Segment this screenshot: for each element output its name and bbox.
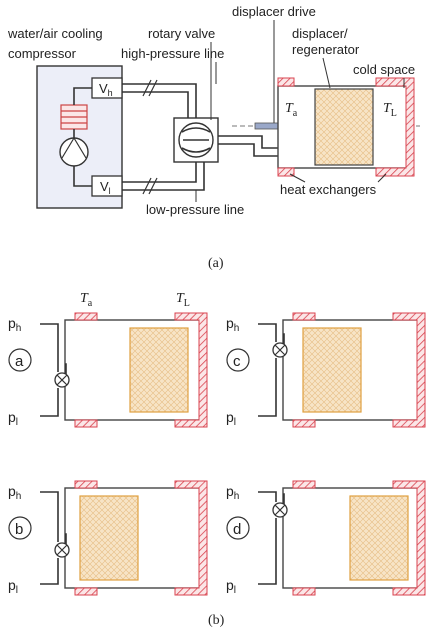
warm-heat-exchanger-bottom — [277, 167, 295, 177]
cold-hx — [174, 312, 208, 428]
tl-subscript: L — [391, 108, 397, 119]
vh-buffer — [91, 77, 123, 99]
svg-text:Ta: Ta — [285, 101, 298, 119]
ph-label: ph — [8, 483, 21, 502]
step-label-circle — [8, 348, 32, 372]
pl-label: pl — [8, 577, 18, 596]
b-tl-subscript: L — [184, 298, 190, 309]
warm-hx-bottom — [74, 587, 98, 596]
state-panel-b: b ph pl — [8, 480, 208, 596]
rotary-valve-label: rotary valve — [148, 26, 215, 41]
state-panel-a: a ph pl — [8, 312, 208, 428]
svg-text:Vh: Vh — [99, 81, 113, 98]
ta-subscript: a — [293, 108, 298, 119]
cooling-exchanger-icon — [60, 104, 88, 130]
part-a-schematic: Vh Vl Ta TL — [7, 4, 420, 271]
caption-b: (b) — [208, 613, 225, 628]
warm-hx-top — [292, 480, 316, 489]
pl-label: pl — [226, 577, 236, 596]
cold-hx — [174, 480, 208, 596]
step-label-circle — [8, 516, 32, 540]
vl-label: V — [100, 179, 109, 194]
step-label-circle — [226, 516, 250, 540]
heat-exchangers-label: heat exchangers — [280, 182, 377, 197]
cold-space-label: cold space — [353, 62, 415, 77]
compressor-pump-icon — [59, 137, 89, 167]
svg-text:Vl: Vl — [100, 179, 111, 196]
warm-heat-exchanger-top — [277, 77, 295, 87]
caption-a: (a) — [208, 256, 224, 271]
svg-text:TL: TL — [383, 101, 397, 119]
regenerator — [79, 495, 139, 581]
warm-hx-bottom — [292, 419, 316, 428]
svg-text:Ta: Ta — [80, 291, 93, 309]
vl-buffer — [91, 175, 123, 197]
high-pressure-line-label: high-pressure line — [121, 46, 224, 61]
line-break-marks — [142, 79, 158, 195]
svg-text:TL: TL — [176, 291, 190, 309]
vh-label: V — [99, 81, 108, 96]
compressor-label: compressor — [8, 46, 77, 61]
ph-label: ph — [226, 315, 239, 334]
regenerator — [349, 495, 409, 581]
warm-hx-bottom — [74, 419, 98, 428]
regenerator — [129, 327, 189, 413]
leader-lines — [195, 20, 405, 202]
cold-hx — [392, 480, 426, 596]
warm-hx-top — [74, 312, 98, 321]
ta-label: T — [285, 101, 294, 116]
b-tl-label: T — [176, 291, 185, 306]
step-label: a — [15, 353, 24, 370]
step-label-circle — [226, 348, 250, 372]
step-label: d — [233, 521, 241, 538]
warm-hx-top — [292, 312, 316, 321]
tl-label: T — [383, 101, 392, 116]
warm-hx-bottom — [292, 587, 316, 596]
state-panel-c: c ph pl — [226, 312, 426, 428]
rotary-valve-icon — [173, 117, 219, 163]
step-label: c — [233, 353, 241, 370]
regenerator-label: regenerator — [292, 42, 360, 57]
ph-label: ph — [8, 315, 21, 334]
b-ta-subscript: a — [88, 298, 93, 309]
pl-label: pl — [226, 409, 236, 428]
low-pressure-line-label: low-pressure line — [146, 202, 244, 217]
regenerator — [302, 327, 362, 413]
step-label: b — [15, 521, 23, 538]
cold-heat-exchanger — [375, 77, 415, 177]
displacer-drive-label: displacer drive — [232, 4, 316, 19]
part-b-panels: a ph pl c ph pl b ph pl d ph pl — [8, 312, 426, 596]
vl-subscript: l — [109, 186, 111, 196]
ph-label: ph — [226, 483, 239, 502]
cold-hx — [392, 312, 426, 428]
b-ta-label: T — [80, 291, 89, 306]
vh-subscript: h — [108, 88, 113, 98]
state-panel-d: d ph pl — [226, 480, 426, 596]
displacer-label: displacer/ — [292, 26, 348, 41]
warm-hx-top — [74, 480, 98, 489]
cooling-label: water/air cooling — [7, 26, 103, 41]
pl-label: pl — [8, 409, 18, 428]
displacer-regenerator — [314, 88, 374, 166]
